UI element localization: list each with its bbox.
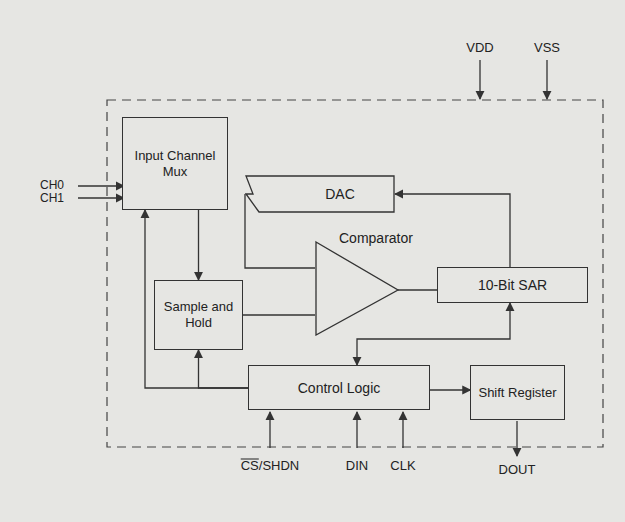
- sample-hold-box: Sample and Hold: [154, 280, 243, 350]
- pin-name: CH0: [40, 178, 64, 193]
- control-logic-box: Control Logic: [248, 365, 430, 410]
- pin-lead: [516, 421, 517, 456]
- pin-lead: [356, 412, 357, 448]
- chip-boundary: [107, 100, 603, 447]
- block-label: DAC: [321, 186, 359, 202]
- pin-name: CS/SHDN: [241, 458, 300, 473]
- signal-connector: [398, 289, 437, 290]
- block-label: Control Logic: [294, 380, 385, 396]
- pin-name: DIN: [346, 458, 368, 473]
- comparator-triangle: [315, 236, 420, 336]
- signal-connector: [243, 314, 315, 315]
- pin-lead: [479, 60, 480, 99]
- supply-pin-name: VSS: [534, 40, 560, 55]
- signal-connector: [430, 389, 470, 390]
- block-label: Comparator: [335, 230, 417, 246]
- pin-lead: [402, 412, 403, 448]
- shift-register-box: Shift Register: [470, 365, 564, 420]
- pin-name: CH1: [40, 191, 64, 206]
- block-label: Shift Register: [474, 385, 560, 401]
- block-label: 10-Bit SAR: [474, 277, 551, 293]
- pin-lead: [78, 185, 124, 186]
- comparator-symbol: Comparator: [315, 236, 420, 336]
- block-label: Sample and Hold: [155, 299, 242, 331]
- pin-name: DOUT: [499, 462, 536, 477]
- signal-connector: [357, 303, 510, 365]
- pin-lead: [269, 412, 270, 448]
- block-label: Input Channel Mux: [123, 148, 227, 180]
- signal-connector: [198, 210, 199, 280]
- sar-box: 10-Bit SAR: [437, 267, 588, 303]
- pin-lead: [546, 60, 547, 99]
- signal-connector: [145, 210, 248, 388]
- pin-name: CLK: [390, 458, 415, 473]
- signal-connector: [199, 350, 249, 388]
- pin-lead: [78, 197, 124, 198]
- dac-outline: [245, 175, 395, 213]
- dac-block: DAC: [245, 175, 395, 213]
- mux-box: Input Channel Mux: [122, 117, 228, 210]
- supply-pin-name: VDD: [466, 40, 493, 55]
